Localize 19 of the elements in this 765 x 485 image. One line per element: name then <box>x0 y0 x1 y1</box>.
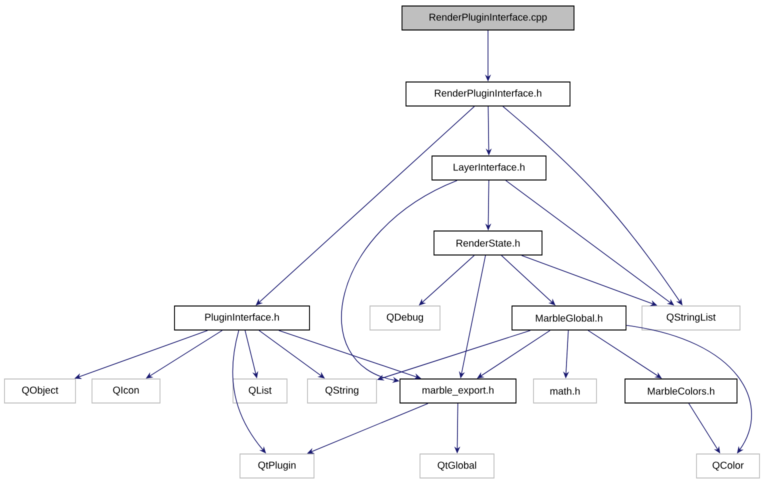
file-box: QObject <box>4 378 76 404</box>
file-box: QtPlugin <box>240 454 314 478</box>
arrow <box>341 180 458 383</box>
file-box: RenderState.h <box>434 230 542 256</box>
file-box: QDebug <box>370 306 440 330</box>
file-box: RenderPluginInterface.cpp <box>402 6 574 30</box>
file-box: QStringList <box>642 306 740 330</box>
file-box: QtGlobal <box>420 454 494 478</box>
file-box: MarbleGlobal.h <box>512 306 626 330</box>
file-box: QList <box>232 378 288 404</box>
file-box: QColor <box>696 454 760 478</box>
file-box: QIcon <box>92 378 160 404</box>
file-box: PluginInterface.h <box>174 306 310 330</box>
file-box: RenderPluginInterface.h <box>406 82 570 106</box>
file-box: MarbleColors.h <box>624 378 738 404</box>
file-box: math.h <box>533 378 597 404</box>
file-box: marble_export.h <box>400 378 516 404</box>
file-box: QString <box>307 378 377 404</box>
file-box: LayerInterface.h <box>432 156 546 180</box>
